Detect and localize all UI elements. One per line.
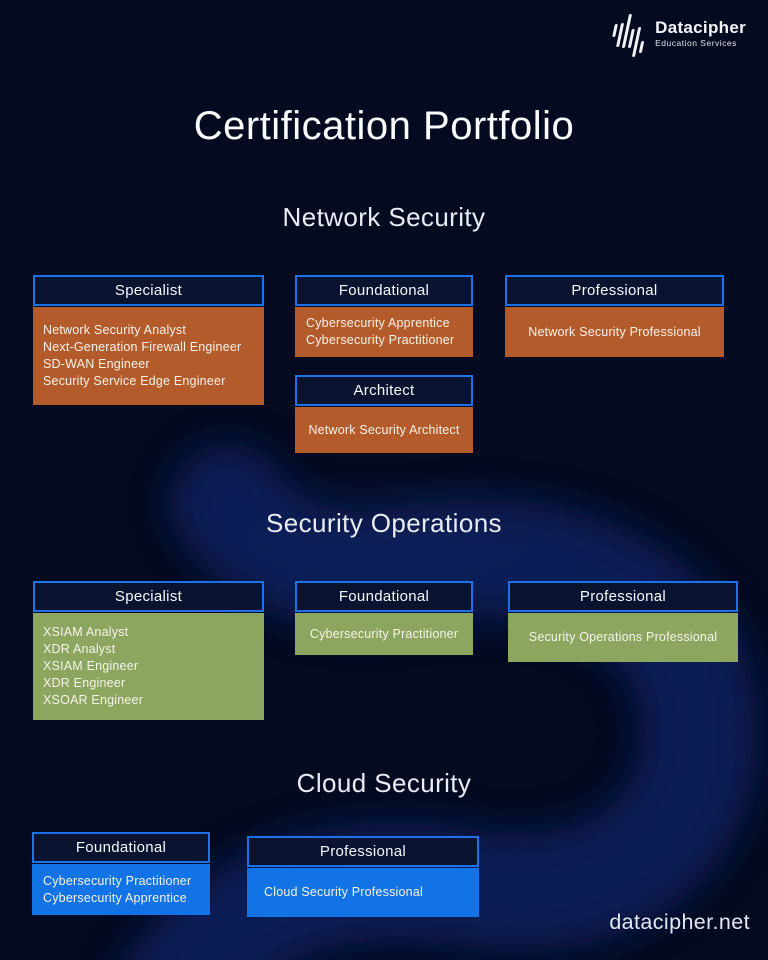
cert-item: Cybersecurity Practitioner <box>43 873 192 888</box>
tier-label: Professional <box>571 282 658 299</box>
equalizer-bars-icon <box>610 14 650 57</box>
tier-label: Professional <box>579 588 667 605</box>
logo-tagline: Education Services <box>655 38 737 48</box>
security-operations-professional-list: Security Operations Professional <box>508 613 738 662</box>
cloud-security-professional-header: Professional <box>247 836 479 867</box>
tier-label: Foundational <box>338 588 430 605</box>
security-operations-foundational-list: Cybersecurity Practitioner <box>295 613 473 655</box>
datacipher-logo: Datacipher Education Services <box>610 14 746 57</box>
cert-item: Cybersecurity Practitioner <box>306 333 455 347</box>
cert-item: Cloud Security Professional <box>264 885 423 899</box>
cert-item: Cybersecurity Practitioner <box>309 626 459 641</box>
cert-item: Cybersecurity Apprentice <box>43 890 187 905</box>
tier-label: Specialist <box>114 588 183 605</box>
section-title-network-security: Network Security <box>282 202 486 232</box>
section-title-cloud-security: Cloud Security <box>296 768 472 798</box>
tier-label: Architect <box>353 382 415 399</box>
cloud-security-foundational-list: Cybersecurity Practitioner Cybersecurity… <box>32 864 210 915</box>
cert-item: Network Security Professional <box>528 324 701 339</box>
cert-item: Next-Generation Firewall Engineer <box>43 340 242 354</box>
tier-label: Specialist <box>114 282 183 299</box>
cloud-security-foundational-header: Foundational <box>32 832 210 863</box>
tier-label: Foundational <box>75 839 167 856</box>
cert-item: Security Operations Professional <box>528 630 718 644</box>
tier-label: Professional <box>319 843 407 860</box>
cert-item: XDR Engineer <box>43 676 126 690</box>
security-operations-foundational-header: Foundational <box>295 581 473 612</box>
cert-item: XSIAM Engineer <box>43 659 139 673</box>
cert-item: XSOAR Engineer <box>43 693 144 707</box>
cert-item: SD-WAN Engineer <box>43 357 150 371</box>
cloud-security-professional-list: Cloud Security Professional <box>247 868 479 917</box>
cert-item: Network Security Architect <box>308 422 460 437</box>
cert-item: XSIAM Analyst <box>43 625 129 639</box>
cert-item: Security Service Edge Engineer <box>43 374 226 388</box>
tier-label: Foundational <box>338 282 430 299</box>
logo-brand-text: Datacipher <box>655 18 746 37</box>
footer-website-url: datacipher.net <box>609 910 750 934</box>
network-security-architect-header: Architect <box>295 375 473 406</box>
network-security-professional-list: Network Security Professional <box>505 307 724 357</box>
security-operations-specialist-header: Specialist <box>33 581 264 612</box>
network-security-foundational-list: Cybersecurity Apprentice Cybersecurity P… <box>295 307 473 357</box>
cert-item: Cybersecurity Apprentice <box>306 316 450 330</box>
network-security-architect-list: Network Security Architect <box>295 407 473 453</box>
security-operations-specialist-list: XSIAM Analyst XDR Analyst XSIAM Engineer… <box>33 613 264 720</box>
cert-item: Network Security Analyst <box>43 323 187 337</box>
network-security-professional-header: Professional <box>505 275 724 306</box>
page-title: Certification Portfolio <box>193 104 575 148</box>
network-security-specialist-list: Network Security Analyst Next-Generation… <box>33 307 264 405</box>
network-security-specialist-header: Specialist <box>33 275 264 306</box>
section-title-security-operations: Security Operations <box>266 508 502 538</box>
cert-item: XDR Analyst <box>43 642 116 656</box>
security-operations-professional-header: Professional <box>508 581 738 612</box>
network-security-foundational-header: Foundational <box>295 275 473 306</box>
